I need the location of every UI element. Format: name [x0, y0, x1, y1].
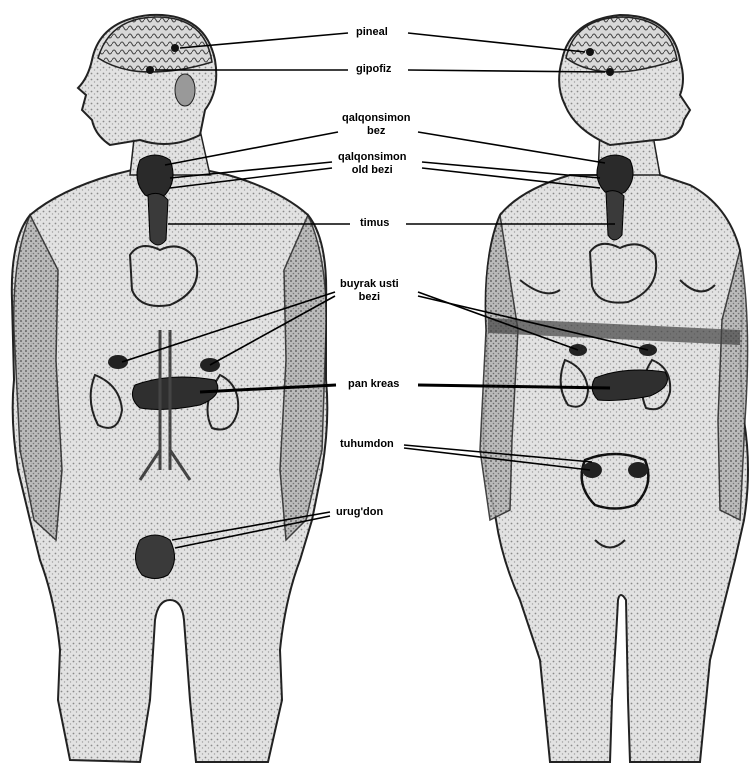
- label-qalqonsimon-bez-line1: qalqonsimon: [342, 112, 410, 125]
- leader-pineal-right: [408, 33, 585, 52]
- female-pineal-gland: [586, 48, 594, 56]
- leader-thyroid-right: [418, 132, 605, 163]
- label-tuhumdon: tuhumdon: [338, 438, 396, 451]
- female-pituitary-gland: [606, 68, 614, 76]
- female-right-ovary: [628, 462, 648, 478]
- label-timus: timus: [358, 217, 391, 230]
- leader-parathyroid-right-a: [422, 162, 600, 178]
- male-left-adrenal: [108, 355, 128, 369]
- label-qalqonsimon-old-bezi-line2: old bezi: [338, 164, 406, 177]
- label-timus-text: timus: [360, 217, 389, 229]
- label-pineal: pineal: [354, 26, 390, 39]
- label-pineal-text: pineal: [356, 26, 388, 38]
- label-pankreas-text: pan kreas: [348, 378, 399, 390]
- female-thymus: [606, 191, 624, 240]
- label-gipofiz: gipofiz: [354, 63, 393, 76]
- label-qalqonsimon-bez: qalqonsimon bez: [340, 112, 412, 138]
- male-right-arm: [280, 215, 326, 540]
- male-pineal-gland: [171, 44, 179, 52]
- male-thymus: [148, 193, 168, 245]
- label-tuhumdon-text: tuhumdon: [340, 438, 394, 450]
- label-urugdon-text: urug'don: [336, 506, 383, 518]
- male-thyroid: [137, 155, 173, 198]
- female-thyroid: [597, 155, 633, 195]
- female-figure: [480, 15, 748, 762]
- label-buyrak-usti-bezi: buyrak usti bezi: [338, 278, 401, 304]
- male-left-arm: [14, 215, 62, 540]
- label-qalqonsimon-bez-line2: bez: [342, 125, 410, 138]
- label-buyrak-usti-bezi-line2: bezi: [340, 291, 399, 304]
- label-gipofiz-text: gipofiz: [356, 63, 391, 75]
- male-ear: [175, 74, 195, 106]
- label-buyrak-usti-bezi-line1: buyrak usti: [340, 278, 399, 291]
- label-urugdon: urug'don: [334, 506, 385, 519]
- label-qalqonsimon-old-bezi: qalqonsimon old bezi: [336, 151, 408, 177]
- male-pituitary-gland: [146, 66, 154, 74]
- label-qalqonsimon-old-bezi-line1: qalqonsimon: [338, 151, 406, 164]
- male-testes: [135, 535, 174, 579]
- label-pankreas: pan kreas: [346, 378, 401, 391]
